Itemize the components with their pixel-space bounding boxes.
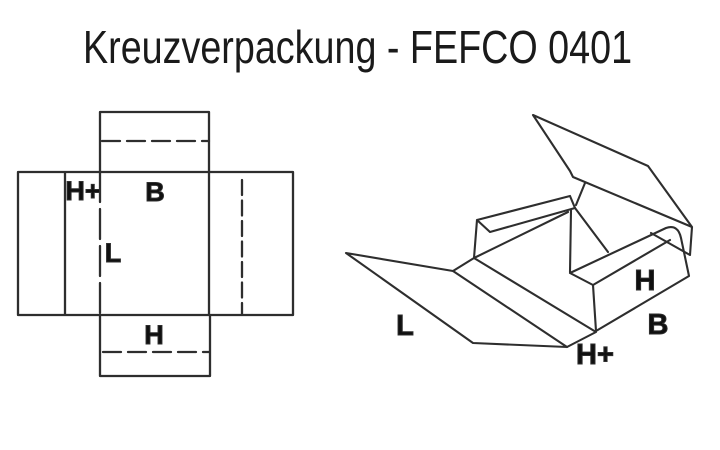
title-group: Kreuzverpackung - FEFCO 0401	[83, 21, 632, 72]
box-right-wall-outline	[568, 226, 691, 333]
flat-label-h-plus: H+	[65, 176, 100, 206]
assembled-box-diagram: L H B H+	[344, 113, 694, 372]
flat-label-h: H	[144, 320, 164, 350]
flat-solid-outline	[16, 110, 295, 378]
box-label-l: L	[396, 310, 414, 342]
flat-label-l: L	[105, 238, 122, 268]
box-l-flap-outline	[344, 251, 569, 349]
box-label-b: B	[648, 309, 669, 341]
box-back-wall-outline	[472, 194, 577, 260]
box-label-h: H	[635, 265, 656, 297]
box-lid-flap-outline	[531, 113, 694, 257]
box-base-edges	[472, 206, 610, 274]
flat-label-b: B	[145, 177, 165, 207]
box-label-h-plus: H+	[576, 339, 614, 371]
flat-pattern-diagram: H+ B L H	[16, 110, 295, 378]
page-title: Kreuzverpackung - FEFCO 0401	[83, 21, 632, 72]
